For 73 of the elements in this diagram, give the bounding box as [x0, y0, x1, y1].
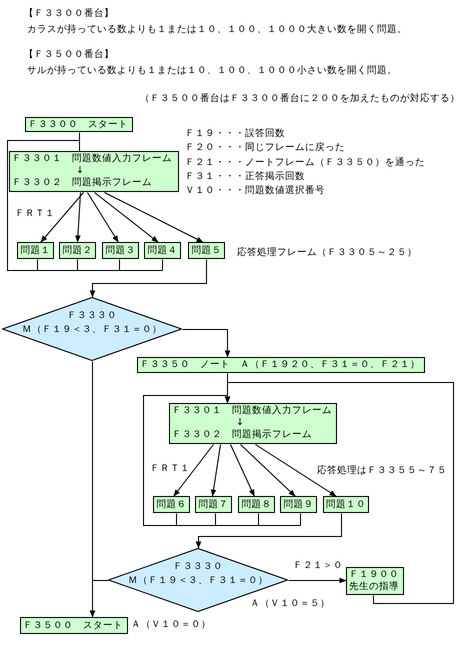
variable-note: Ｆ１９・・・誤答回数 [185, 128, 285, 140]
process-box: Ｆ３３５０ ノート Ａ（Ｆ１９２０、Ｆ３１＝０、Ｆ２１） [137, 357, 425, 373]
process-box: 問題８ [238, 496, 275, 513]
frame-label: Ｆ３３０１ 問題数値入力フレーム [12, 153, 172, 165]
arrow [182, 329, 230, 358]
decision-diamond [2, 297, 182, 361]
arrow [90, 259, 207, 298]
process-box: 問題３ [102, 242, 139, 259]
frame-number: Ｆ１９００ [349, 569, 399, 581]
arrow [87, 192, 119, 243]
arrow [255, 444, 337, 497]
connector-line [77, 259, 78, 271]
arrow [288, 578, 347, 584]
condition-text: Ａ（Ｖ１０＝５） [250, 598, 330, 610]
process-box: 問題７ [195, 496, 232, 513]
variable-note: Ｆ２０・・・同じフレームに戻った [185, 142, 345, 154]
arrow [230, 444, 255, 497]
process-box: 問題６ [153, 496, 190, 513]
variable-note: Ｆ２１・・・ノートフレーム（Ｆ３３５０）を通った [185, 157, 425, 169]
arrow [40, 192, 84, 243]
connector-line [162, 259, 163, 271]
condition-text: Ａ（Ｖ１０＝０） [131, 619, 211, 631]
connector-line [7, 140, 163, 271]
condition-text: Ｍ（Ｆ１９＜３、Ｆ３１＝０） [128, 575, 268, 586]
annotation-text: 応答処理フレーム（Ｆ３３０５～２５） [237, 247, 417, 259]
arrow-glyph: ↓ [76, 165, 84, 177]
edge-label: ＦＲＴ１ [15, 208, 55, 219]
arrow [240, 444, 296, 497]
section-heading: 【Ｆ３３００番台】 [24, 8, 114, 20]
annotation-text: 応答処理はＦ３３５５～７５ [317, 465, 447, 477]
connector-line [215, 513, 216, 526]
frame-label: Ｆ３３０２ 問題掲示フレーム [12, 177, 152, 189]
description-text: サルが持っている数よりも１または１０、１００、１０００小さい数を開く問題。 [27, 65, 397, 77]
process-box: 問題５ [188, 242, 225, 259]
connector-line [176, 513, 177, 526]
process-box [346, 567, 404, 595]
variable-note: Ｖ１０・・・問題数値選択番号 [185, 185, 325, 197]
frame-label: Ｆ３３０２ 問題掲示フレーム [172, 429, 312, 441]
decision-diamond [108, 548, 288, 612]
connector-line [37, 259, 38, 271]
process-box: 問題４ [144, 242, 181, 259]
arrow-glyph: ↓ [236, 417, 244, 429]
arrow [143, 395, 301, 526]
process-box: 問題１０ [323, 496, 369, 513]
process-box: Ｆ３３００ スタート [25, 117, 133, 132]
connector-line [258, 513, 259, 526]
frame-number: Ｆ３３３０ [173, 561, 223, 572]
process-box [169, 403, 337, 444]
frame-label: Ｆ３３０１ 問題数値入力フレーム [172, 405, 332, 417]
note-text: （Ｆ３５００番台はＦ３３００番台に２００を加えたものが対応する） [140, 93, 460, 105]
connector-line [119, 259, 120, 271]
section-heading: 【Ｆ３５００番台】 [24, 49, 114, 61]
process-box: 問題９ [280, 496, 317, 513]
arrow [90, 580, 109, 618]
arrow [173, 444, 214, 497]
condition-text: Ｍ（Ｆ１９＜３、Ｆ３１＝０） [22, 324, 162, 335]
process-box: 問題１ [17, 242, 54, 259]
process-box [9, 151, 179, 192]
frame-number: Ｆ３３３０ [67, 310, 117, 321]
arrow [224, 382, 454, 604]
arrow [94, 192, 159, 243]
connector-line [300, 513, 301, 526]
process-box: Ｆ３５００ スタート [20, 617, 128, 634]
variable-note: Ｆ３１・・・正答掲示回数 [185, 171, 305, 183]
arrow [210, 444, 221, 497]
arrow [75, 192, 81, 243]
process-box: 問題２ [59, 242, 96, 259]
arrow [196, 513, 342, 549]
description-text: カラスが持っている数よりも１または１０、１００、１０００大きい数を開く問題。 [27, 24, 407, 36]
arrow [104, 192, 204, 243]
edge-label: Ｆ２１＞０ [293, 560, 343, 571]
process-name: 先生の指導 [349, 581, 399, 593]
edge-label: ＦＲＴ１ [150, 463, 190, 474]
